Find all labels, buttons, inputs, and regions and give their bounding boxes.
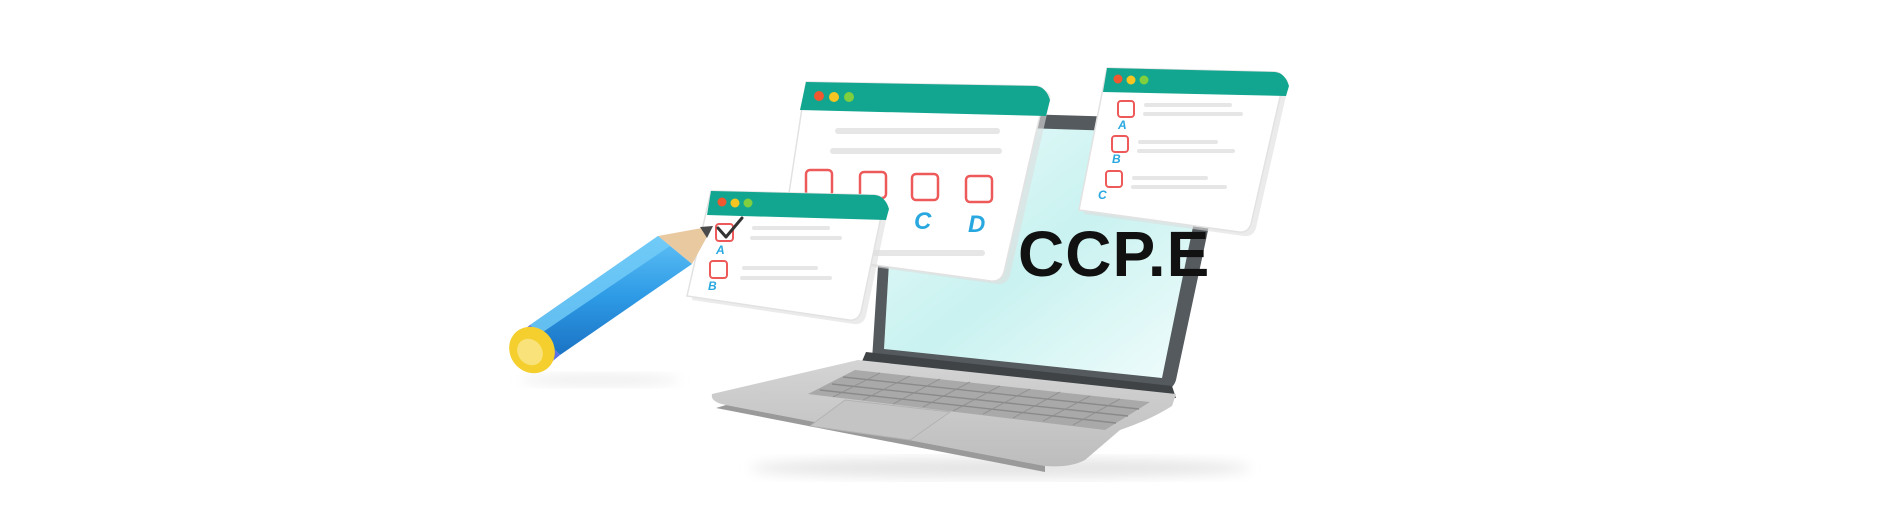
minimize-dot-icon: [1126, 75, 1136, 85]
option-label-c: C: [914, 208, 932, 235]
quiz-window-right: A B C: [1078, 67, 1289, 237]
checkmark-icon: [716, 216, 744, 239]
pencil-tip: [658, 226, 713, 264]
touchpad: [808, 399, 952, 441]
checkbox-a[interactable]: [715, 223, 734, 242]
maximize-dot-icon: [1139, 75, 1149, 85]
maximize-dot-icon: [844, 92, 854, 102]
option-label-c: C: [1098, 188, 1107, 202]
option-label-d: D: [968, 211, 985, 238]
close-dot-icon: [1113, 74, 1123, 84]
text-line: [835, 128, 1000, 134]
checkbox-d[interactable]: [964, 174, 994, 204]
close-dot-icon: [717, 197, 727, 207]
checkbox-c[interactable]: [910, 172, 940, 202]
checkbox-a[interactable]: [1117, 100, 1135, 118]
keyboard-keys: [819, 376, 1140, 424]
laptop-base-edge: [716, 405, 1045, 472]
minimize-dot-icon: [829, 92, 839, 102]
option-label-a: A: [1117, 118, 1127, 132]
checkbox-c[interactable]: [1105, 170, 1123, 188]
option-label-a: A: [715, 243, 725, 257]
quiz-window-left: A B: [686, 190, 889, 325]
window-titlebar: [800, 82, 1050, 116]
option-label-b: B: [1112, 152, 1121, 166]
window-titlebar: [1103, 68, 1289, 96]
checkbox-b[interactable]: [709, 260, 728, 279]
pencil-lead: [700, 226, 713, 238]
minimize-dot-icon: [730, 198, 740, 208]
close-dot-icon: [814, 91, 824, 101]
screen-title: CCP.E: [1018, 218, 1210, 290]
checkbox-b[interactable]: [1111, 135, 1129, 153]
option-label-b: B: [708, 279, 717, 293]
pencil-body: [530, 236, 692, 355]
maximize-dot-icon: [743, 198, 753, 208]
pencil-icon: [509, 226, 713, 386]
laptop-shadow: [750, 458, 1250, 478]
text-line: [830, 148, 1002, 154]
window-titlebar: [707, 191, 889, 220]
